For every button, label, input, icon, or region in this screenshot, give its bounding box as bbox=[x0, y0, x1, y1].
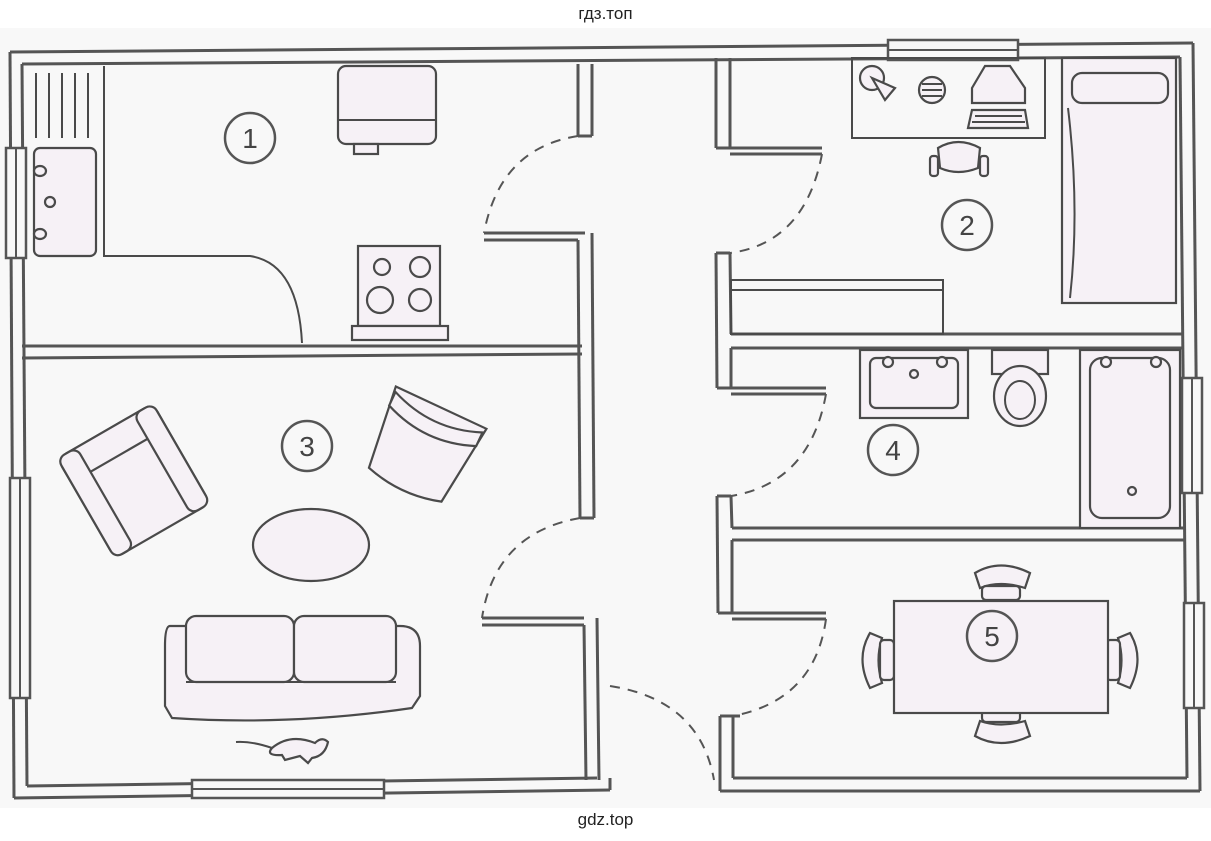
stove bbox=[350, 244, 450, 342]
watermark-top: гдз.топ bbox=[578, 4, 633, 23]
room-number-3: 3 bbox=[280, 419, 334, 473]
svg-text:3: 3 bbox=[299, 431, 315, 462]
dining-chair-left bbox=[861, 631, 896, 690]
bed bbox=[1060, 56, 1178, 305]
armchair-right bbox=[367, 385, 489, 503]
shelf bbox=[730, 279, 944, 335]
washbasin bbox=[858, 348, 970, 420]
floor-plan: .wall { fill: none; stroke: #555; stroke… bbox=[0, 28, 1211, 808]
disk-icon bbox=[858, 64, 897, 102]
speaker-icon bbox=[917, 75, 947, 105]
coffee-table bbox=[251, 507, 371, 583]
doors bbox=[481, 135, 827, 781]
room-living: 3 bbox=[59, 385, 489, 765]
office-chair bbox=[928, 140, 990, 178]
drainboard bbox=[35, 73, 89, 138]
room-bathroom: 4 bbox=[858, 348, 1182, 530]
computer-monitor bbox=[966, 64, 1030, 130]
room-number-1: 1 bbox=[223, 111, 277, 165]
sofa bbox=[163, 614, 422, 722]
kitchen-sink bbox=[32, 146, 98, 258]
bathtub bbox=[1078, 348, 1182, 530]
svg-text:1: 1 bbox=[242, 123, 258, 154]
room-number-4: 4 bbox=[866, 423, 920, 477]
room-kitchen: 1 bbox=[32, 64, 450, 344]
room-number-2: 2 bbox=[940, 198, 994, 252]
svg-text:4: 4 bbox=[885, 435, 901, 466]
range-hood bbox=[336, 64, 438, 156]
watermark-bottom: gdz.top bbox=[577, 810, 634, 829]
dining-table bbox=[892, 599, 1110, 715]
room-number-5: 5 bbox=[965, 609, 1019, 663]
toilet bbox=[990, 348, 1050, 428]
svg-text:2: 2 bbox=[959, 210, 975, 241]
armchair-left bbox=[59, 405, 209, 557]
room-bedroom: 2 bbox=[730, 56, 1178, 335]
svg-text:5: 5 bbox=[984, 621, 1000, 652]
room-dining: 5 bbox=[861, 564, 1139, 745]
dining-chair-right bbox=[1104, 631, 1139, 690]
windows bbox=[4, 38, 1206, 800]
desk bbox=[851, 57, 1046, 139]
cat bbox=[235, 737, 330, 765]
